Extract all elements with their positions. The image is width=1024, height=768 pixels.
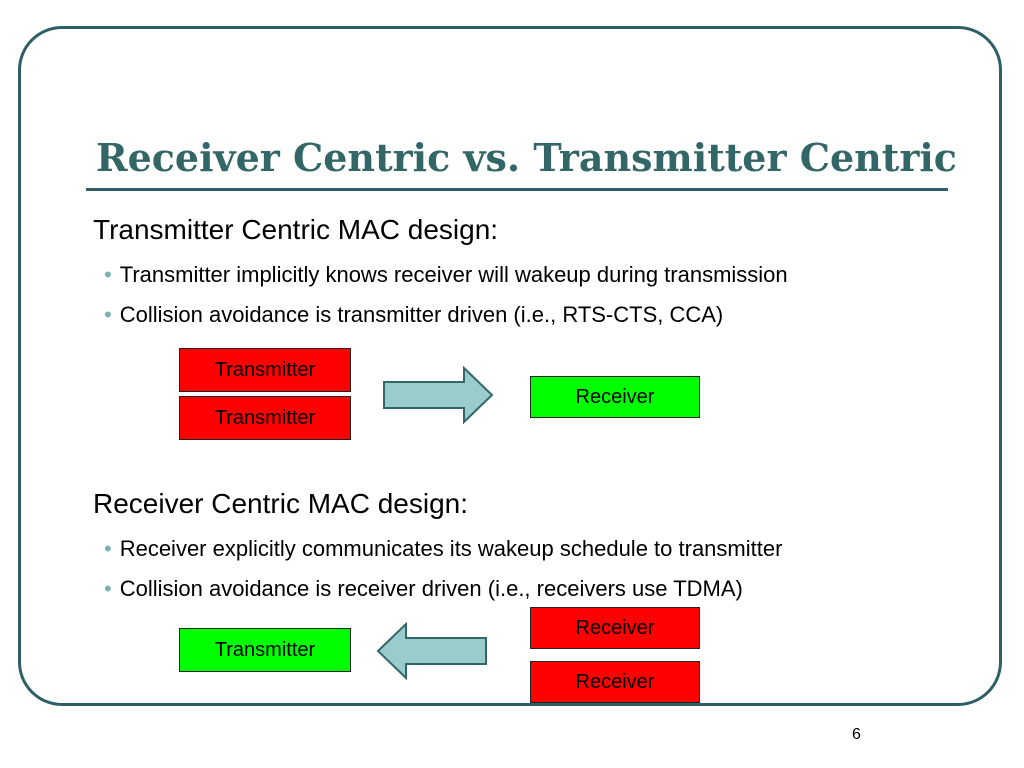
- tx-diagram-transmitter-2: Transmitter: [179, 396, 351, 440]
- rx-bullet-1-text: Receiver explicitly communicates its wak…: [119, 536, 783, 561]
- rx-diagram-receiver-2: Receiver: [530, 661, 700, 703]
- slide-frame: [18, 26, 1002, 706]
- tx-centric-heading: Transmitter Centric MAC design:: [93, 214, 499, 245]
- right-arrow-icon: [383, 366, 494, 424]
- bullet-dot-icon: •: [104, 536, 112, 561]
- rx-bullet-2: • Collision avoidance is receiver driven …: [104, 576, 743, 602]
- rx-bullet-2-text: Collision avoidance is receiver driven (…: [119, 576, 743, 601]
- tx-bullet-1: • Transmitter implicitly knows receiver w…: [104, 262, 788, 288]
- rx-centric-heading: Receiver Centric MAC design:: [93, 488, 469, 519]
- tx-bullet-1-text: Transmitter implicitly knows receiver wi…: [119, 262, 788, 287]
- left-arrow-icon: [376, 622, 487, 680]
- bullet-dot-icon: •: [104, 302, 112, 327]
- rx-bullet-1: • Receiver explicitly communicates its wa…: [104, 536, 782, 562]
- tx-bullet-2-text: Collision avoidance is transmitter drive…: [119, 302, 724, 327]
- bullet-dot-icon: •: [104, 262, 112, 287]
- tx-diagram-receiver: Receiver: [530, 376, 700, 418]
- slide-title: Receiver Centric vs. Transmitter Centric: [96, 135, 957, 180]
- page-number: 6: [852, 726, 861, 743]
- bullet-dot-icon: •: [104, 576, 112, 601]
- title-divider: [86, 188, 948, 191]
- rx-diagram-receiver-1: Receiver: [530, 607, 700, 649]
- rx-diagram-transmitter: Transmitter: [179, 628, 351, 672]
- tx-bullet-2: • Collision avoidance is transmitter driv…: [104, 302, 723, 328]
- tx-diagram-transmitter-1: Transmitter: [179, 348, 351, 392]
